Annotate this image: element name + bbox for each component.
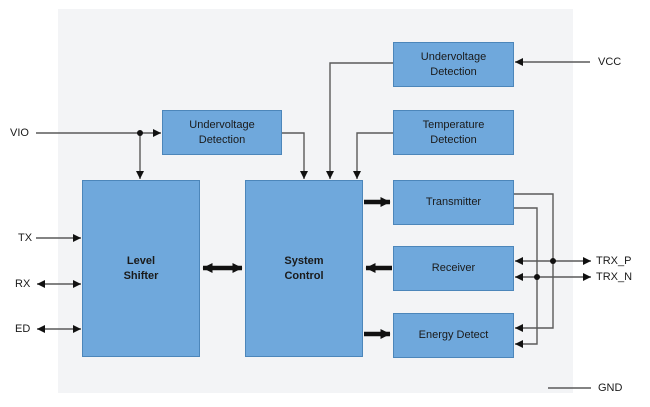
pin-label-trx-p: TRX_P bbox=[596, 255, 632, 267]
block-level-shifter: Level Shifter bbox=[82, 180, 200, 357]
pin-label-gnd: GND bbox=[598, 382, 623, 394]
block-undervoltage-detection-vio: Undervoltage Detection bbox=[162, 110, 282, 155]
block-receiver: Receiver bbox=[393, 246, 514, 291]
block-transmitter: Transmitter bbox=[393, 180, 514, 225]
block-label: Receiver bbox=[431, 262, 476, 275]
pin-label-tx: TX bbox=[18, 232, 33, 244]
pin-label-vcc: VCC bbox=[598, 56, 622, 68]
block-label: Undervoltage Detection bbox=[420, 50, 487, 78]
block-energy-detect: Energy Detect bbox=[393, 313, 514, 358]
block-label: Level Shifter bbox=[123, 254, 159, 282]
block-undervoltage-detection-vcc: Undervoltage Detection bbox=[393, 42, 514, 87]
block-system-control: System Control bbox=[245, 180, 363, 357]
pin-label-trx-n: TRX_N bbox=[596, 271, 633, 283]
block-label: Undervoltage Detection bbox=[189, 118, 255, 146]
block-label: System Control bbox=[284, 254, 324, 282]
pin-label-ed: ED bbox=[15, 323, 31, 335]
pin-label-vio: VIO bbox=[10, 127, 29, 139]
block-label: Transmitter bbox=[425, 196, 482, 209]
block-label: Energy Detect bbox=[418, 329, 489, 342]
block-temperature-detection: Temperature Detection bbox=[393, 110, 514, 155]
pin-label-rx: RX bbox=[15, 278, 31, 290]
block-label: Temperature Detection bbox=[422, 118, 485, 146]
